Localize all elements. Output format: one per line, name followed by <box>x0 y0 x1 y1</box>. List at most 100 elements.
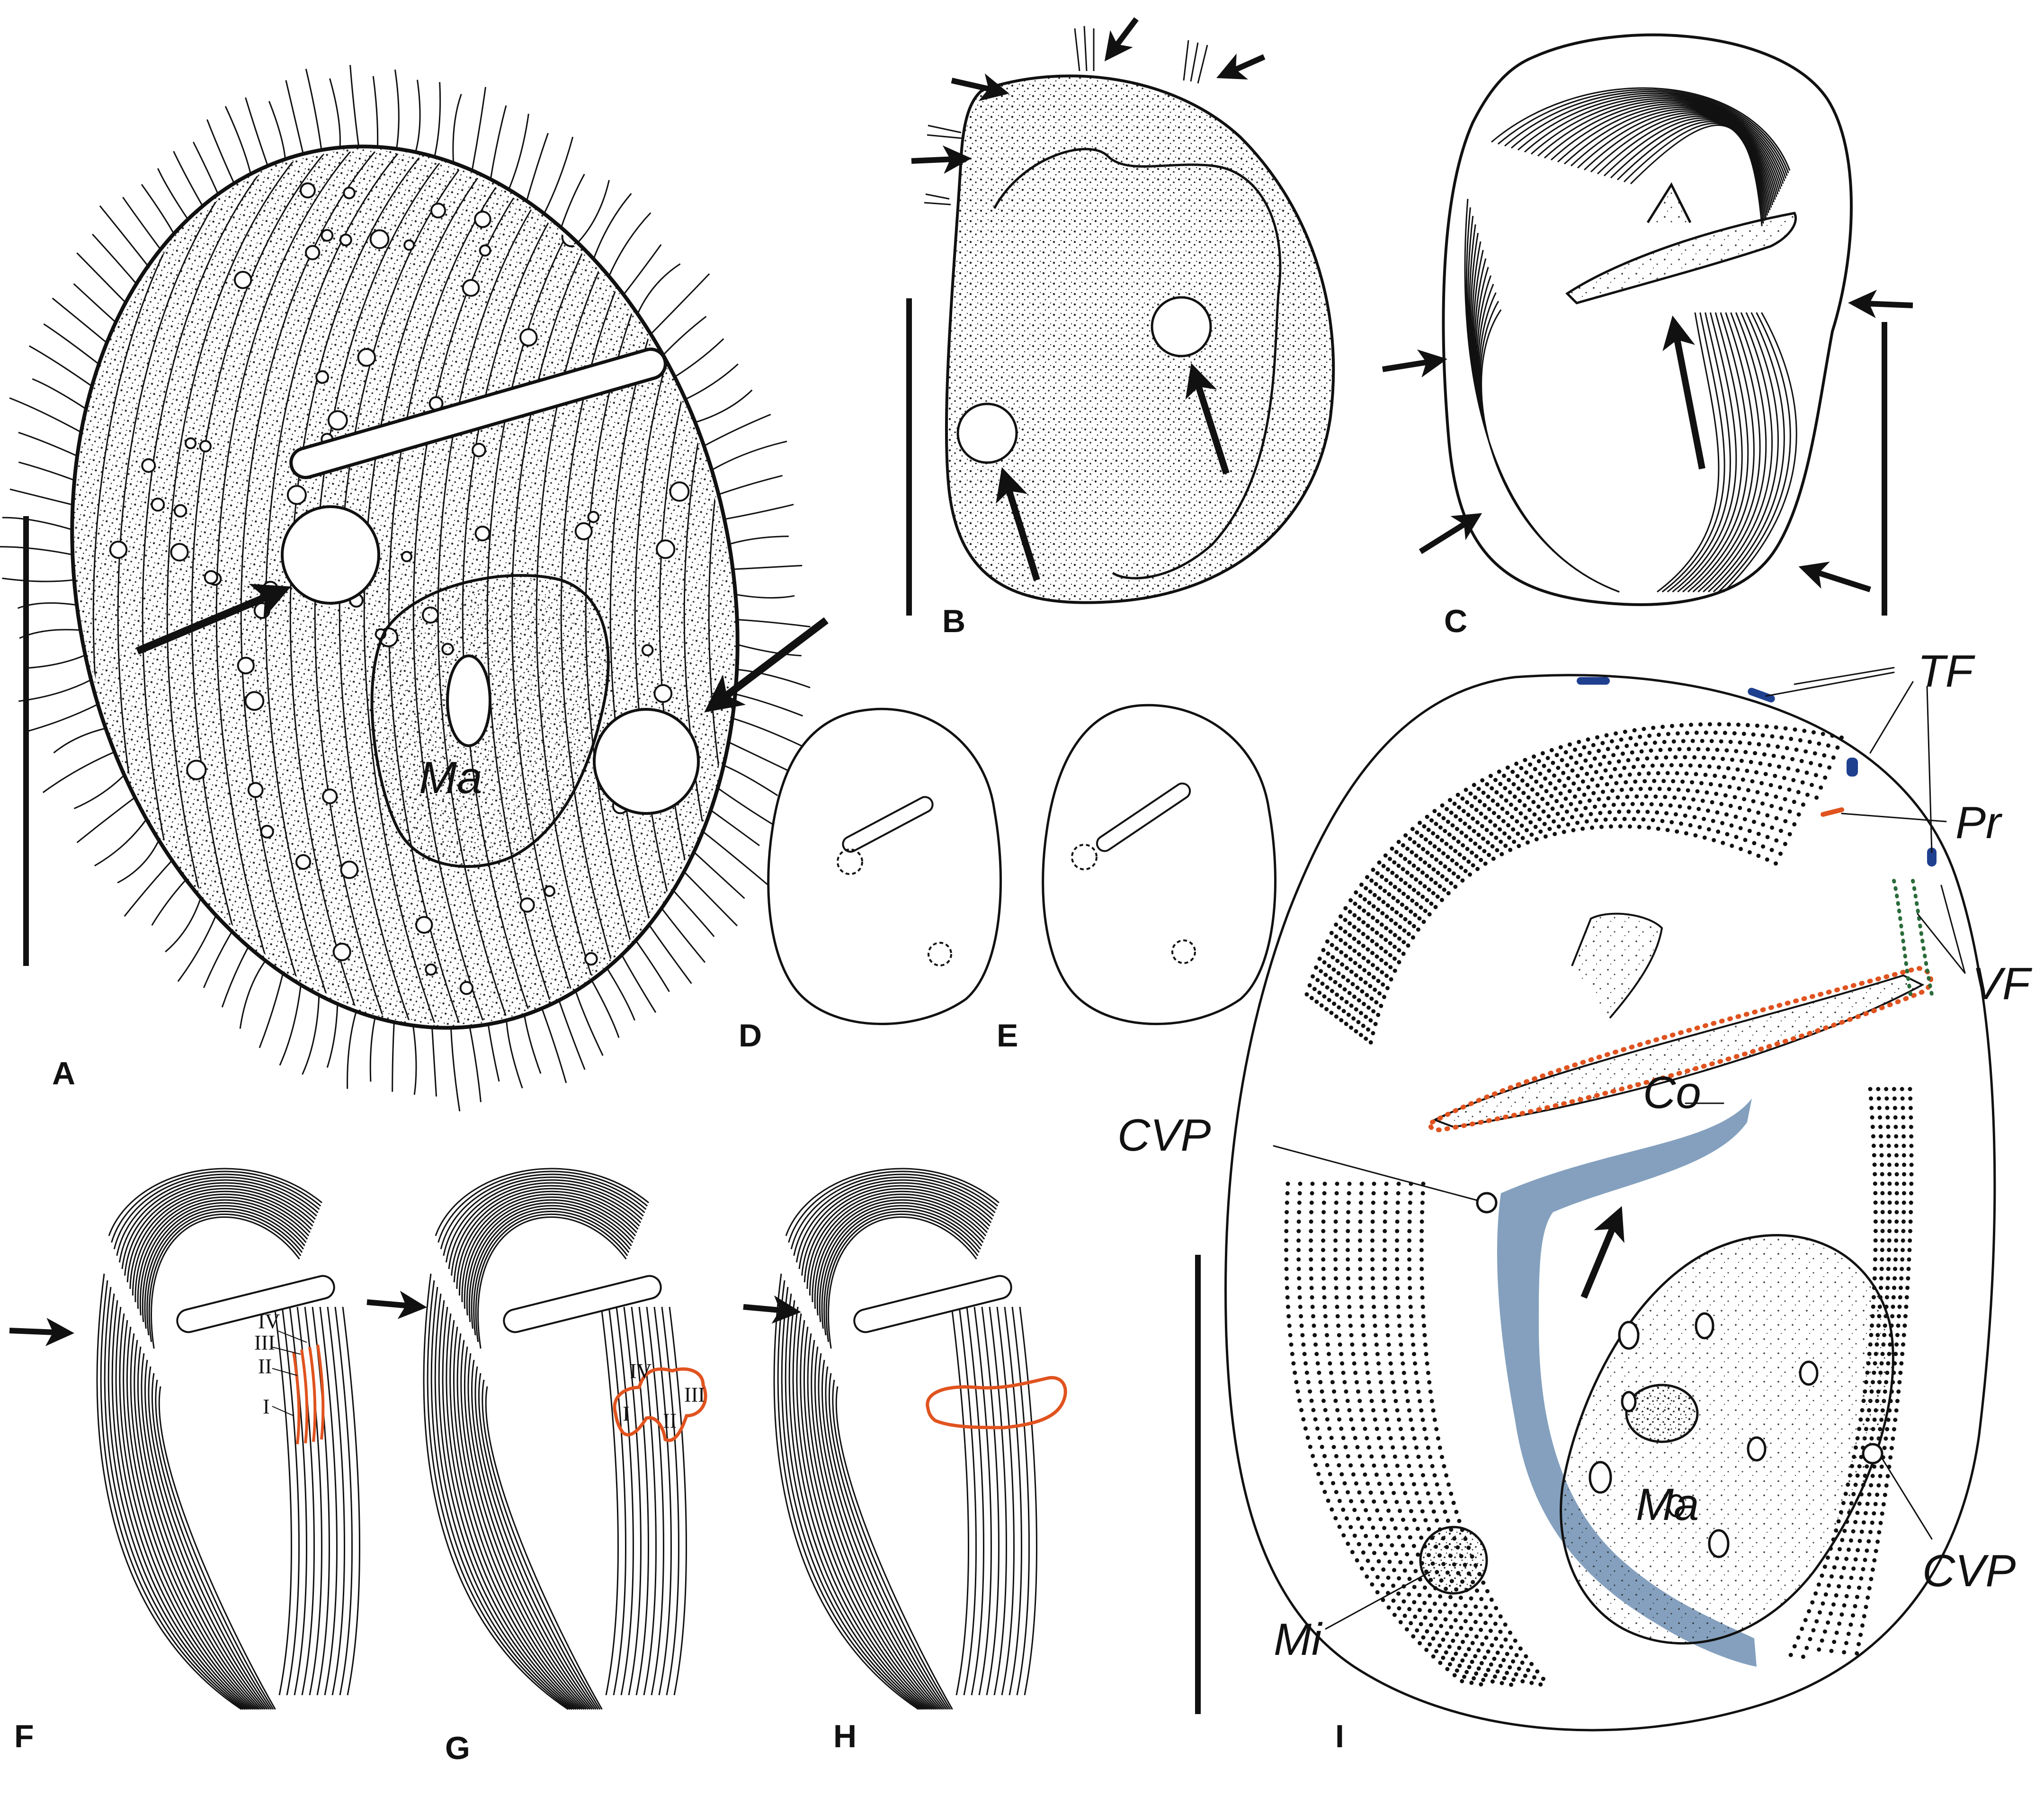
panel-i-basal-body <box>1479 1627 1483 1632</box>
panel-i-basal-body <box>1532 754 1536 759</box>
panel-i-basal-body <box>1313 1342 1318 1347</box>
panel-i-basal-body <box>1880 1191 1885 1196</box>
panel-i-basal-body <box>1456 875 1461 879</box>
panel-i-basal-body <box>1684 831 1688 836</box>
panel-i-basal-body <box>1431 1654 1436 1659</box>
panel-i-basal-body <box>1886 1257 1891 1262</box>
panel-c-kinety <box>1491 87 1791 171</box>
kinety-line <box>116 1176 319 1256</box>
panel-i-basal-body <box>1490 1643 1494 1648</box>
panel-i-basal-body <box>1428 840 1433 845</box>
panel-i-basal-body <box>1357 916 1361 921</box>
panel-i-basal-body <box>1374 1000 1379 1005</box>
panel-i-basal-body <box>1737 786 1741 791</box>
panel-a-cilium <box>695 389 753 423</box>
kinety-line <box>478 1373 599 1710</box>
panel-c-kinety <box>1570 108 1775 203</box>
panel-i-basal-body <box>1848 1538 1853 1543</box>
panel-i-basal-body <box>1673 755 1678 760</box>
panel-i-basal-body <box>1362 1342 1367 1347</box>
panel-i-basal-body <box>1349 1333 1354 1338</box>
panel-i-basal-body <box>1409 1509 1413 1513</box>
panel-i-basal-body <box>1589 812 1593 816</box>
kinety-line <box>777 1280 921 1710</box>
panel-i-basal-body <box>1571 828 1576 832</box>
panel-i-basal-body <box>1487 807 1491 812</box>
kinety-line <box>600 1306 619 1696</box>
panel-i-basal-body <box>1822 753 1827 758</box>
panel-i-basal-body <box>1868 1087 1873 1091</box>
panel-i-basal-body <box>1492 1674 1497 1679</box>
panel-i-basal-body <box>1577 740 1581 744</box>
panel-i-basal-body <box>1372 1314 1377 1319</box>
panel-i-basal-body <box>1717 722 1722 727</box>
panel-i-basal-body <box>1297 1286 1302 1290</box>
panel-i-basal-body <box>1346 1267 1350 1271</box>
panel-i-basal-body <box>1532 812 1537 817</box>
panel-i-basal-body <box>1433 905 1438 910</box>
panel-i-basal-body <box>1475 867 1480 871</box>
panel-i-basal-body <box>1437 848 1441 852</box>
panel-i-basal-body <box>1591 791 1596 795</box>
panel-i-basal-body <box>1462 1674 1466 1679</box>
panel-i-basal-body <box>1299 1323 1304 1328</box>
panel-a-cilium <box>434 82 441 157</box>
panel-i-basal-body <box>1426 1445 1430 1450</box>
panel-i-basal-body <box>1421 1181 1426 1186</box>
panel-i-basal-body <box>1871 1134 1875 1139</box>
panel-b-cell-body <box>945 74 1335 604</box>
panel-i-basal-body <box>1583 758 1588 763</box>
panel-c-kinety <box>1677 312 1743 593</box>
panel-i-basal-body <box>1469 1680 1474 1685</box>
panel-i-basal-body <box>1341 974 1346 979</box>
panel-i-basal-body <box>1383 1238 1387 1243</box>
panel-a-granule <box>237 656 255 675</box>
panel-i-basal-body <box>1467 825 1472 830</box>
panel-a-cilium <box>506 1020 523 1089</box>
panel-i-basal-body <box>1500 806 1505 811</box>
panel-i-basal-body <box>1348 921 1352 926</box>
panel-i-basal-body <box>1598 762 1603 767</box>
panel-a-granule <box>574 522 593 540</box>
panel-i-basal-body <box>1351 1472 1356 1477</box>
panel-i-basal-body <box>1285 1295 1290 1300</box>
panel-a-cilium <box>674 338 724 378</box>
panel-c-kinety <box>1511 92 1787 179</box>
panel-i-basal-body <box>1904 1295 1909 1300</box>
panel-i-basal-body <box>1880 1511 1884 1516</box>
panel-i-basal-body <box>1694 772 1698 777</box>
panel-i-basal-body <box>1330 1507 1334 1512</box>
panel-i-basal-body <box>1853 1604 1857 1608</box>
panel-i-basal-body <box>1348 1463 1353 1468</box>
panel-i-basal-body <box>1438 861 1443 866</box>
panel-i-basal-body <box>1493 1621 1498 1626</box>
panel-i-basal-body <box>1730 758 1734 762</box>
panel-i-basal-body <box>1719 802 1724 806</box>
panel-i-label-ma: Ma <box>1636 1479 1699 1530</box>
panel-i-micronucleus <box>1419 1526 1488 1595</box>
kinety-line <box>471 1359 595 1710</box>
panel-i-basal-body <box>1366 959 1371 964</box>
panel-i-basal-body <box>1683 755 1687 760</box>
kinety-line <box>449 1320 583 1710</box>
panel-i-basal-body <box>1509 1682 1513 1687</box>
panel-i-basal-body <box>1296 1267 1301 1271</box>
panel-a-granule <box>295 854 312 870</box>
panel-i-label-mi: Mi <box>1274 1614 1323 1665</box>
panel-i-basal-body <box>1383 1408 1388 1412</box>
panel-i-basal-body <box>1574 760 1579 765</box>
panel-i-basal-body <box>1578 800 1582 804</box>
panel-i-basal-body <box>1656 771 1660 776</box>
panel-i-basal-body <box>1668 803 1673 808</box>
panel-i-basal-body <box>1363 1472 1367 1477</box>
panel-i-basal-body <box>1346 1012 1351 1017</box>
panel-i-basal-body <box>1778 829 1783 833</box>
panel-i-basal-body <box>1856 1548 1860 1553</box>
panel-i-basal-body <box>1382 1526 1387 1530</box>
kinety-line <box>456 1333 587 1710</box>
panel-i-basal-body <box>1743 838 1748 842</box>
panel-i-basal-body <box>1807 1609 1812 1614</box>
panel-i-basal-body <box>1457 805 1462 810</box>
panel-i-basal-body <box>1669 820 1674 824</box>
panel-i-basal-body <box>1334 1490 1339 1494</box>
